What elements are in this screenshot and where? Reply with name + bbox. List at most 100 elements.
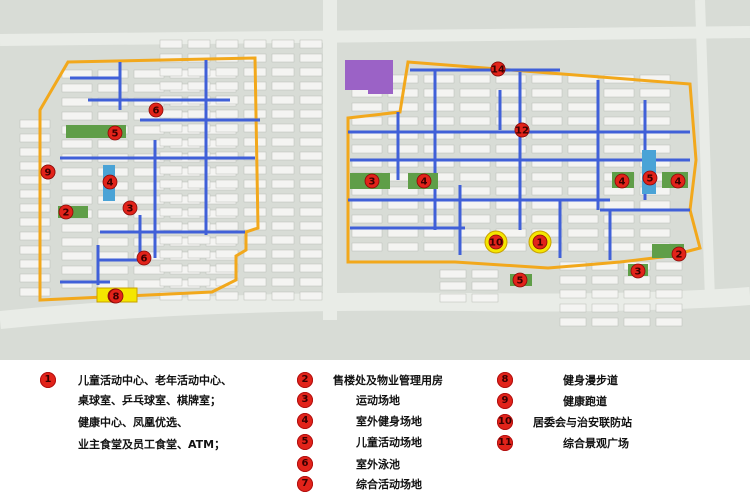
building-block — [159, 151, 183, 161]
building-block — [531, 74, 563, 84]
circle-marker-icon — [630, 263, 646, 279]
building-block — [271, 123, 295, 133]
building-block — [351, 242, 383, 252]
map-marker: 3 — [630, 263, 646, 279]
map-marker: 5 — [107, 125, 123, 141]
circle-marker-icon — [512, 272, 528, 288]
building-block — [299, 291, 323, 301]
building-block — [187, 81, 211, 91]
building-block — [639, 200, 671, 210]
building-block — [61, 237, 93, 247]
building-block — [97, 237, 129, 247]
building-block — [495, 116, 527, 126]
building-block — [655, 289, 683, 299]
building-block — [299, 193, 323, 203]
marker-label: 14 — [491, 65, 505, 76]
building-block — [271, 263, 295, 273]
building-block — [159, 39, 183, 49]
building-block — [459, 200, 491, 210]
map-marker: 2 — [671, 246, 687, 262]
legend-text: 运动场地 — [356, 394, 400, 407]
building-block — [591, 289, 619, 299]
building-block — [387, 228, 419, 238]
building-block — [639, 116, 671, 126]
marker-label: 4 — [675, 177, 682, 188]
map-marker: 6 — [148, 102, 164, 118]
marker-label: 12 — [515, 126, 529, 137]
map-marker: 10 — [488, 234, 504, 250]
building-block — [603, 200, 635, 210]
building-block — [187, 277, 211, 287]
marker-label: 4 — [421, 177, 428, 188]
building-block — [603, 214, 635, 224]
building-block — [19, 133, 51, 143]
map-marker: 4 — [102, 174, 118, 190]
building-block — [97, 139, 129, 149]
building-block — [243, 263, 267, 273]
building-block — [351, 144, 383, 154]
building-block — [567, 228, 599, 238]
building-block — [271, 249, 295, 259]
building-block — [299, 263, 323, 273]
legend-marker-icon: 2 — [297, 372, 313, 388]
building-block — [187, 263, 211, 273]
building-block — [187, 39, 211, 49]
building-block — [61, 251, 93, 261]
building-block — [639, 102, 671, 112]
circle-marker-icon — [514, 122, 530, 138]
site-boundary-east — [346, 60, 702, 270]
building-block — [351, 200, 383, 210]
legend-marker-icon: 3 — [297, 392, 313, 408]
building-block — [187, 137, 211, 147]
building-block — [387, 214, 419, 224]
building-block — [187, 123, 211, 133]
marker-label: 5 — [647, 174, 654, 185]
building-block — [495, 144, 527, 154]
building-block — [19, 217, 51, 227]
building-block — [159, 179, 183, 189]
site-plan-map: 123456789101233444556891214 — [0, 0, 750, 360]
building-block — [159, 53, 183, 63]
site-boundary-west — [38, 56, 260, 302]
building-block — [243, 207, 267, 217]
admin-building — [368, 80, 393, 94]
building-block — [495, 214, 527, 224]
marker-label: 6 — [141, 254, 148, 265]
building-block — [387, 144, 419, 154]
building-block — [97, 111, 129, 121]
marker-label: 3 — [127, 204, 134, 215]
building-block — [531, 102, 563, 112]
building-block — [215, 151, 239, 161]
building-block — [531, 116, 563, 126]
building-block — [133, 181, 165, 191]
building-block — [559, 275, 587, 285]
map-marker: 3 — [122, 200, 138, 216]
building-block — [215, 291, 239, 301]
legend-text: 健康中心、凤凰优选、 — [78, 416, 188, 429]
building-block — [439, 293, 467, 303]
map-marker: 3 — [364, 173, 380, 189]
marker-label: 1 — [537, 238, 544, 249]
legend-text: 健康跑道 — [563, 395, 607, 408]
legend-marker-icon: 8 — [497, 372, 513, 388]
building-block — [495, 172, 527, 182]
outer-road — [0, 26, 750, 46]
building-block — [271, 165, 295, 175]
building-block — [159, 235, 183, 245]
circle-marker-icon — [148, 102, 164, 118]
building-block — [603, 144, 635, 154]
building-block — [567, 116, 599, 126]
circle-marker-icon — [102, 174, 118, 190]
building-block — [19, 231, 51, 241]
building-block — [159, 277, 183, 287]
building-block — [471, 293, 499, 303]
building-block — [133, 139, 165, 149]
legend-text: 室外泳池 — [356, 458, 400, 471]
building-block — [387, 186, 419, 196]
building-block — [299, 67, 323, 77]
circle-marker-icon — [364, 173, 380, 189]
building-block — [439, 281, 467, 291]
circle-marker-icon — [40, 164, 56, 180]
building-block — [271, 221, 295, 231]
map-marker: 2 — [58, 204, 74, 220]
